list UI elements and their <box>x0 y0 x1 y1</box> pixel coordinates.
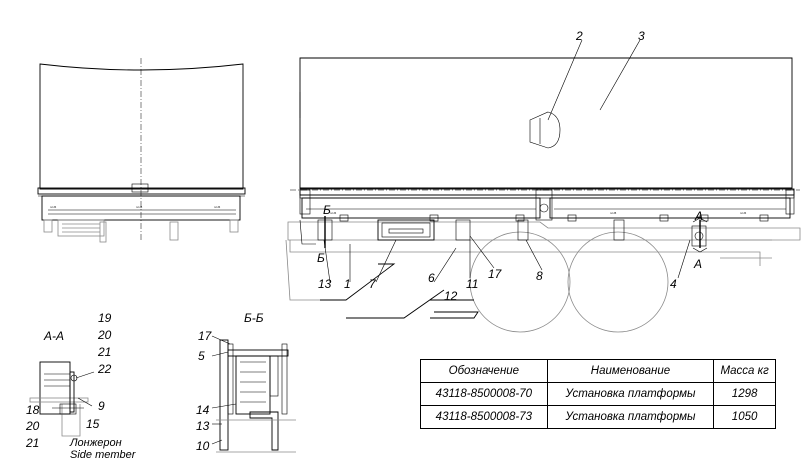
callout-18: 18 <box>26 403 40 417</box>
svg-text:пл.Б: пл.Б <box>214 205 220 209</box>
svg-text:пл.В: пл.В <box>610 211 616 215</box>
callout-10: 10 <box>196 439 210 453</box>
callout-9: 9 <box>98 399 105 413</box>
front-view: пл.Б пл.В пл.Б <box>37 58 246 243</box>
section-mark-a-bottom: А <box>693 257 702 271</box>
svg-text:пл.В: пл.В <box>136 205 142 209</box>
header-designation: Обозначение <box>420 359 548 383</box>
callout-5: 5 <box>198 349 205 363</box>
section-mark-a-top: А <box>694 209 703 223</box>
cell-mass: 1050 <box>713 405 776 429</box>
callout-21-top: 21 <box>97 345 111 359</box>
leader-lines <box>323 39 691 283</box>
callout-7: 7 <box>369 277 377 291</box>
callout-21-bottom: 21 <box>25 436 39 450</box>
table-row: 43118-8500008-70 Установка платформы 129… <box>420 382 776 406</box>
callout-17-side: 17 <box>488 267 503 281</box>
table-row: 43118-8500008-73 Установка платформы 105… <box>420 405 776 429</box>
callout-13-side: 13 <box>318 277 332 291</box>
callout-15: 15 <box>86 417 100 431</box>
callout-22: 22 <box>97 362 112 376</box>
side-view: пл.Б пл.В пл.Б <box>285 29 801 333</box>
cell-designation: 43118-8500008-73 <box>420 405 548 429</box>
callout-1: 1 <box>344 277 351 291</box>
section-a-a-title: А-А <box>43 329 64 343</box>
svg-text:пл.Б: пл.Б <box>330 211 336 215</box>
callout-17-section: 17 <box>198 329 213 343</box>
svg-text:пл.Б: пл.Б <box>50 205 56 209</box>
callout-12: 12 <box>444 289 458 303</box>
callout-19: 19 <box>98 311 112 325</box>
callout-8: 8 <box>536 269 543 283</box>
section-a-a: А-А 19 20 21 22 9 15 18 20 21 Лонжерон S… <box>25 311 137 461</box>
callout-20-top: 20 <box>97 328 112 342</box>
callout-3: 3 <box>638 29 645 43</box>
section-mark-b-top: Б <box>323 203 331 217</box>
callout-14: 14 <box>196 403 210 417</box>
cell-name: Установка платформы <box>546 405 715 429</box>
section-mark-b-bottom: Б <box>317 251 325 265</box>
svg-text:пл.Б: пл.Б <box>740 211 746 215</box>
section-b-b-title: Б-Б <box>244 311 264 325</box>
callout-13-section: 13 <box>196 419 210 433</box>
side-member-label-en: Side member <box>70 449 137 461</box>
header-mass: Масса кг <box>713 359 776 383</box>
callout-11: 11 <box>466 277 478 291</box>
specification-table: Обозначение Наименование Масса кг 43118-… <box>420 359 776 429</box>
callout-6: 6 <box>428 271 435 285</box>
cell-designation: 43118-8500008-70 <box>420 382 548 406</box>
section-b-b: Б-Б 17 5 14 13 10 <box>196 311 296 453</box>
callout-4: 4 <box>670 277 677 291</box>
cell-mass: 1298 <box>713 382 776 406</box>
header-name: Наименование <box>546 359 715 383</box>
table-header-row: Обозначение Наименование Масса кг <box>420 359 776 383</box>
callout-20-bottom: 20 <box>25 419 40 433</box>
side-member-label-ru: Лонжерон <box>69 437 122 449</box>
callout-2: 2 <box>575 29 583 43</box>
cell-name: Установка платформы <box>546 382 715 406</box>
